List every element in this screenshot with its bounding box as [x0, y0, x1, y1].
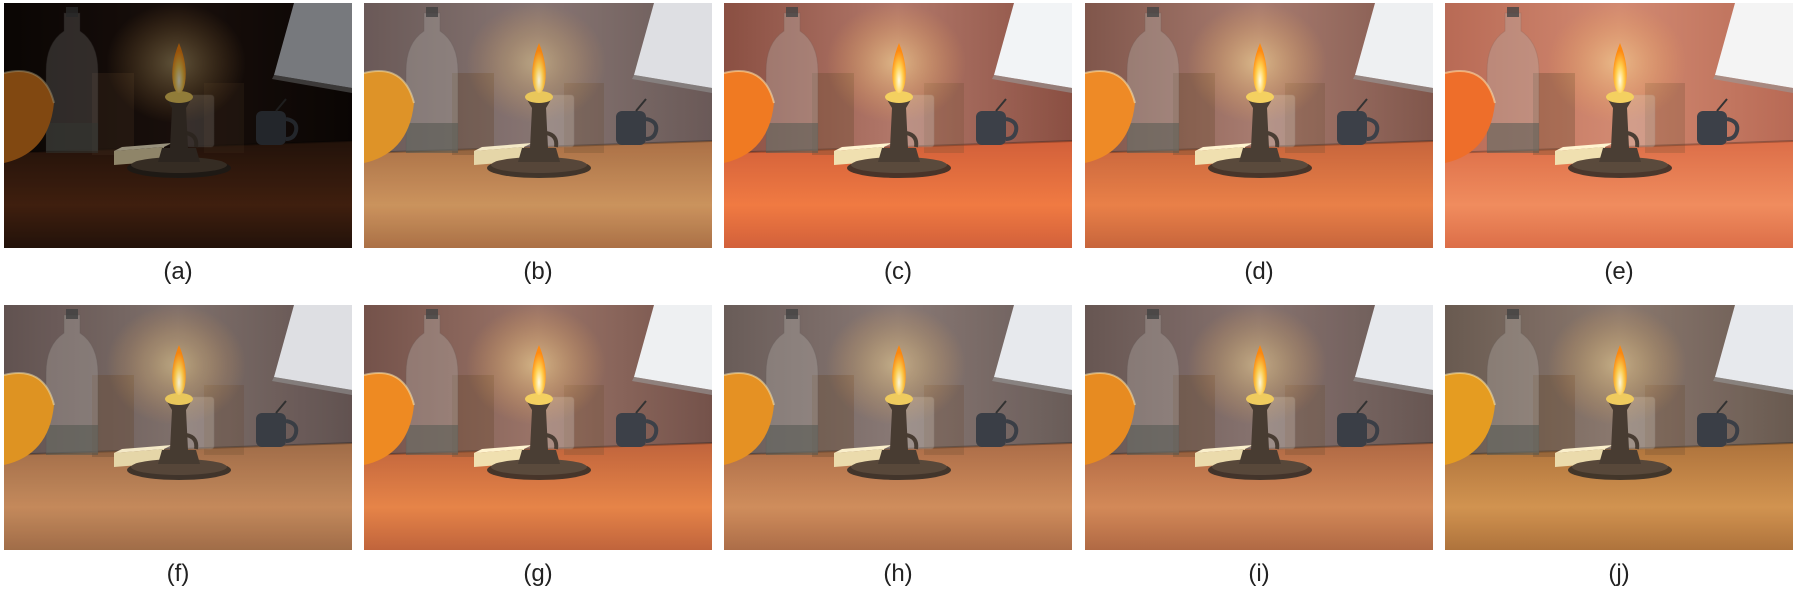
photo-panel-b: [364, 3, 712, 248]
photo-panel-e: [1445, 3, 1793, 248]
panel-caption: (d): [1244, 258, 1274, 285]
photo-panel-j: [1445, 305, 1793, 550]
panel-caption: (g): [523, 560, 553, 587]
photo-panel-i: [1085, 305, 1433, 550]
photo-panel-f: [4, 305, 352, 550]
panel-caption: (a): [163, 258, 193, 285]
photo-panel-c: [724, 3, 1072, 248]
panel-caption: (e): [1604, 258, 1634, 285]
photo-panel-g: [364, 305, 712, 550]
panel-caption: (f): [166, 560, 190, 587]
panel-caption: (i): [1248, 560, 1270, 587]
photo-panel-a: [4, 3, 352, 248]
photo-panel-d: [1085, 3, 1433, 248]
panel-caption: (c): [884, 258, 912, 285]
panel-caption: (b): [523, 258, 553, 285]
photo-panel-h: [724, 305, 1072, 550]
panel-caption: (h): [883, 560, 913, 587]
panel-caption: (j): [1608, 560, 1630, 587]
